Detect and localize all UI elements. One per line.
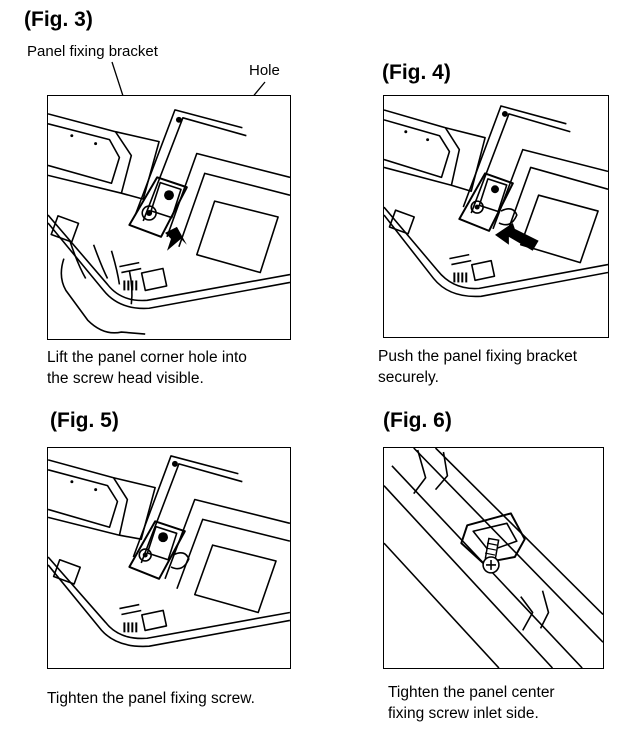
fig-6-title: (Fig. 6) bbox=[383, 409, 452, 432]
fig-3-diagram bbox=[47, 95, 291, 340]
callout-hole: Hole bbox=[249, 62, 280, 79]
fig-4-caption-line-1: Push the panel fixing bracket bbox=[378, 348, 578, 365]
fig-3-title: (Fig. 3) bbox=[24, 8, 93, 31]
fig-4-caption-line-2: securely. bbox=[378, 369, 439, 386]
fig-5-title: (Fig. 5) bbox=[50, 409, 119, 432]
fig-6-diagram bbox=[383, 447, 604, 669]
fig-4-title: (Fig. 4) bbox=[382, 61, 451, 84]
fig-5-diagram bbox=[47, 447, 291, 669]
fig-3-caption-line-1: Lift the panel corner hole into bbox=[47, 349, 247, 366]
fig-4-diagram bbox=[383, 95, 609, 338]
fig-5-caption: Tighten the panel fixing screw. bbox=[47, 690, 255, 707]
fig-6-caption-line-1: Tighten the panel center bbox=[388, 684, 555, 701]
fig-3-caption-line-2: the screw head visible. bbox=[47, 370, 204, 387]
fig-6-caption-line-2: fixing screw inlet side. bbox=[388, 705, 539, 722]
callout-panel-fixing-bracket: Panel fixing bracket bbox=[27, 43, 158, 60]
